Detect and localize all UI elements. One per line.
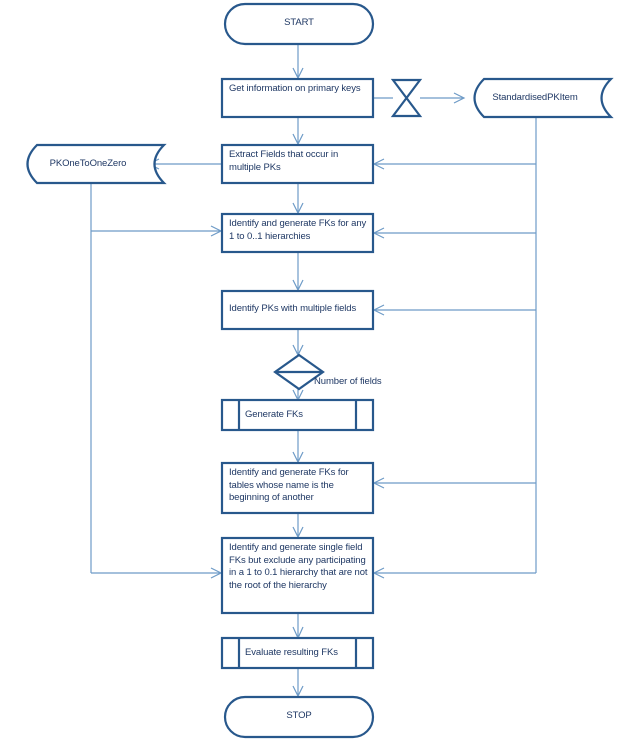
edge-get-info-to-extract-fields	[292, 117, 304, 146]
edge-get-info-to-standardised-pk-item	[373, 92, 466, 104]
node-evaluate-fks[interactable]	[220, 636, 375, 670]
edge-identify-pks-to-decision	[292, 329, 304, 357]
node-pk-one-to-one-zero-label: PKOneToOneZero	[49, 158, 127, 169]
node-stop-label: STOP	[286, 710, 312, 721]
edge-extract-fields-to-identify-fks-hierarchies	[292, 183, 304, 215]
edge-extract-fields-to-pk-one-to-one-zero	[147, 158, 222, 170]
node-generate-fks-label: Generate FKs	[245, 409, 303, 420]
edge-pk-one-to-one-zero-bus	[90, 183, 223, 579]
node-get-info[interactable]	[220, 77, 375, 119]
node-extract-fields-label: Extract Fields that occur in multiple PK…	[229, 149, 339, 173]
node-get-info-label: Get information on primary keys	[229, 83, 361, 94]
node-identify-pks-multiple-fields[interactable]	[220, 289, 375, 331]
shape-layer	[26, 2, 614, 739]
node-identify-fks-table-names-label: Identify and generate FKs for tables who…	[229, 467, 349, 503]
decision-annotation-label: Number of fields	[314, 376, 382, 387]
edge-generate-fks-to-identify-fks-table-names	[292, 430, 304, 464]
node-extract-fields[interactable]	[220, 143, 375, 185]
node-standardised-pk-item-label: StandardisedPKItem	[492, 92, 578, 103]
edge-standardised-pk-item-bus	[372, 117, 537, 579]
node-generate-fks[interactable]	[220, 398, 375, 432]
edge-single-field-fks-to-evaluate	[292, 613, 304, 640]
node-pk-one-to-one-zero[interactable]	[26, 143, 167, 185]
node-standardised-pk-item[interactable]	[473, 77, 614, 119]
node-identify-fks-hierarchies-label: Identify and generate FKs for any 1 to 0…	[229, 218, 367, 242]
edge-evaluate-to-stop	[292, 668, 304, 698]
node-stop[interactable]	[223, 695, 375, 739]
node-identify-pks-multiple-fields-label: Identify PKs with multiple fields	[229, 303, 357, 314]
node-identify-single-field-fks-label: Identify and generate single field FKs b…	[229, 542, 368, 591]
edge-table-names-to-single-field-fks	[292, 513, 304, 539]
node-or-junction[interactable]	[390, 78, 423, 118]
node-start[interactable]	[223, 2, 375, 46]
node-number-of-fields-decision[interactable]	[273, 353, 325, 391]
node-identify-fks-hierarchies[interactable]	[220, 212, 375, 254]
node-identify-fks-table-names[interactable]	[220, 461, 375, 515]
node-identify-single-field-fks[interactable]	[220, 536, 375, 615]
edge-start-to-get-info	[292, 44, 304, 80]
edge-identify-fks-hierarchies-to-identify-pks	[292, 252, 304, 292]
node-evaluate-fks-label: Evaluate resulting FKs	[245, 647, 338, 658]
node-start-label: START	[284, 17, 314, 28]
edge-decision-to-generate-fks	[292, 389, 304, 402]
